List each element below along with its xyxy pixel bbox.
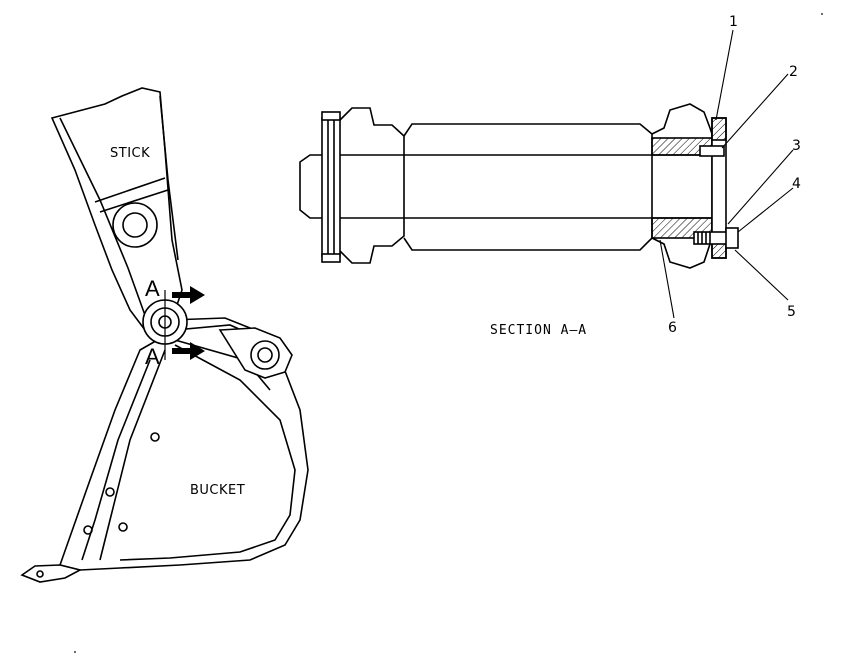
speck [74, 651, 76, 653]
stick-outline [50, 87, 183, 331]
bucket-inner-curve [119, 344, 296, 561]
bucket-hole [83, 525, 93, 535]
section-marker-bottom: A [145, 344, 160, 369]
section-title: SECTION A–A [490, 323, 587, 338]
speck [821, 13, 823, 15]
leader-3 [727, 149, 794, 225]
bucket-side-line [81, 349, 166, 561]
section-view [299, 103, 739, 269]
stick-label: STICK [110, 146, 150, 161]
section-arrow-bottom [172, 342, 205, 360]
middle-boss [403, 123, 653, 251]
leader-2 [721, 73, 789, 149]
callout-3: 3 [792, 138, 801, 154]
bucket-tooth [20, 564, 83, 583]
section-marker-top: A [145, 276, 160, 301]
left-collar [321, 117, 341, 257]
end-plate-hatched-top [711, 117, 727, 141]
stick-inner-lines [59, 95, 179, 319]
stick-assembly [50, 87, 183, 331]
callout-4: 4 [792, 176, 801, 192]
top-screw [699, 145, 725, 157]
callout-6: 6 [668, 320, 677, 336]
pin-shaft [299, 154, 726, 219]
leader-6 [659, 239, 675, 319]
leader-lines [659, 29, 794, 319]
leader-1 [715, 29, 734, 121]
left-boss [339, 107, 405, 264]
tooth-pin [36, 570, 44, 578]
stick-boss-inner [122, 212, 148, 238]
bucket-hole [118, 522, 128, 532]
section-arrow-top [172, 286, 205, 304]
ear-boss-inner [257, 347, 273, 363]
section-cut-markers [164, 286, 205, 360]
bolt-head [725, 227, 739, 249]
bucket-hole [105, 487, 115, 497]
stick-boss-outer [112, 202, 158, 248]
callout-2: 2 [789, 64, 798, 80]
bucket-label: BUCKET [190, 483, 245, 498]
ear-boss-outer [250, 340, 280, 370]
leader-5 [734, 249, 789, 301]
left-bolt-head-top [321, 111, 341, 121]
left-bolt-head-bottom [321, 253, 341, 263]
callout-1: 1 [729, 14, 738, 30]
leader-4 [737, 187, 794, 233]
callout-5: 5 [787, 304, 796, 320]
bucket-hole [150, 432, 160, 442]
